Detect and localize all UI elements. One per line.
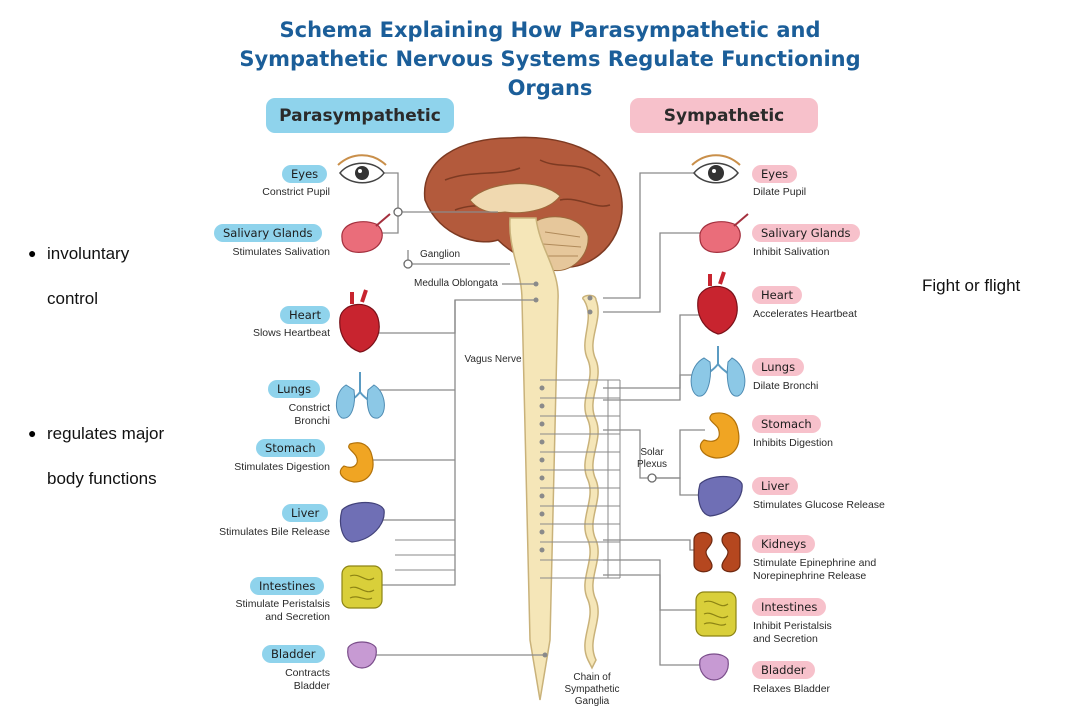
- symp-salivary-effect: Inhibit Salivation: [753, 246, 829, 259]
- stomach-icon: [340, 443, 373, 482]
- para-lungs-label: Lungs: [268, 380, 320, 398]
- kidneys-icon: [694, 533, 740, 572]
- intestines-icon: [342, 566, 382, 608]
- para-liver-label: Liver: [282, 504, 328, 522]
- heart-icon: [698, 272, 737, 334]
- symp-kidneys-label: Kidneys: [752, 535, 815, 553]
- medulla-label: Medulla Oblongata: [408, 278, 504, 290]
- salivary-gland-icon: [700, 214, 748, 252]
- para-eyes-effect: Constrict Pupil: [262, 186, 330, 199]
- symp-intestines-label: Intestines: [752, 598, 826, 616]
- symp-liver-effect: Stimulates Glucose Release: [753, 499, 885, 512]
- bladder-icon: [700, 654, 729, 680]
- para-stomach-effect: Stimulates Digestion: [234, 461, 330, 474]
- symp-eyes-effect: Dilate Pupil: [753, 186, 806, 199]
- para-heart-label: Heart: [280, 306, 330, 324]
- symp-eyes-label: Eyes: [752, 165, 797, 183]
- ganglion-label: Ganglion: [416, 249, 464, 261]
- symp-bladder-label: Bladder: [752, 661, 815, 679]
- symp-bladder-effect: Relaxes Bladder: [753, 683, 830, 696]
- symp-heart-effect: Accelerates Heartbeat: [753, 308, 857, 321]
- symp-heart-label: Heart: [752, 286, 802, 304]
- symp-lungs-effect: Dilate Bronchi: [753, 380, 818, 393]
- para-heart-effect: Slows Heartbeat: [253, 327, 330, 340]
- para-bladder-label: Bladder: [262, 645, 325, 663]
- note-involuntary: involuntary control: [47, 231, 129, 321]
- lungs-icon: [691, 346, 745, 396]
- para-eyes-label: Eyes: [282, 165, 327, 183]
- stomach-icon: [700, 413, 738, 458]
- vagus-nerve-label: Vagus Nerve: [458, 354, 528, 366]
- lungs-icon: [336, 372, 384, 418]
- eye-icon: [692, 155, 740, 183]
- symp-stomach-effect: Inhibits Digestion: [753, 437, 833, 450]
- para-salivary-label: Salivary Glands: [214, 224, 322, 242]
- bladder-icon: [348, 642, 377, 668]
- note-regulates: regulates major body functions: [47, 411, 164, 501]
- para-intestines-label: Intestines: [250, 577, 324, 595]
- eye-icon: [338, 155, 386, 183]
- heart-icon: [340, 290, 379, 352]
- symp-lungs-label: Lungs: [752, 358, 804, 376]
- para-salivary-effect: Stimulates Salivation: [233, 246, 330, 259]
- spinal-cord: [510, 218, 558, 700]
- liver-icon: [698, 477, 742, 517]
- bullet-icon: ●: [28, 425, 36, 441]
- symp-salivary-label: Salivary Glands: [752, 224, 860, 242]
- intestines-icon: [696, 592, 736, 636]
- liver-icon: [340, 503, 384, 543]
- bullet-icon: ●: [28, 245, 36, 261]
- symp-stomach-label: Stomach: [752, 415, 821, 433]
- para-stomach-label: Stomach: [256, 439, 325, 457]
- para-liver-effect: Stimulates Bile Release: [219, 526, 330, 539]
- note-fight-or-flight: Fight or flight: [922, 263, 1020, 308]
- symp-liver-label: Liver: [752, 477, 798, 495]
- sympathetic-chain: [583, 295, 598, 668]
